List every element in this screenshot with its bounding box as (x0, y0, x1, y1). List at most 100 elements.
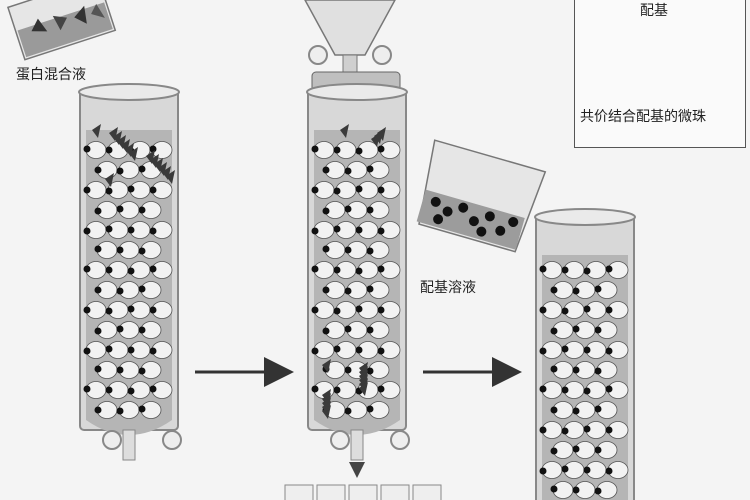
ligand-dot (105, 187, 113, 195)
ligand-solution-beaker (416, 139, 547, 253)
ligand-dot (355, 267, 363, 275)
column-eluting (534, 208, 636, 500)
ligand-dot (594, 367, 602, 375)
protein-particle (322, 389, 331, 403)
ligand-dot (127, 185, 135, 193)
ligand-dot (572, 445, 580, 453)
ligand-dot (149, 385, 157, 393)
column-beads (539, 261, 629, 499)
protein-particle (121, 139, 130, 153)
ligand-dot (605, 467, 613, 475)
protein-particle (359, 362, 368, 376)
ligand-dot (83, 186, 91, 194)
ligand-dot (377, 227, 385, 235)
legend-label-bead: 共价结合配基的微珠 (580, 109, 706, 125)
ligand-dot (344, 366, 352, 374)
protein-particle (92, 124, 101, 138)
ligand-dot (127, 305, 135, 313)
ligand-dot (594, 405, 602, 413)
protein-mixture-beaker (6, 0, 117, 61)
ligand-dot (83, 306, 91, 314)
ligand-dot (355, 305, 363, 313)
ligand-dot (138, 247, 146, 255)
ligand-dot (355, 346, 363, 354)
ligand-dot (355, 226, 363, 234)
ligand-dot (539, 467, 547, 475)
ligand-dot (377, 306, 385, 314)
ligand-dot (572, 407, 580, 415)
ligand-dot (311, 385, 319, 393)
ligand-dot (105, 307, 113, 315)
ligand-dot (583, 267, 591, 275)
ligand-dot (344, 246, 352, 254)
ligand-dot (539, 426, 547, 434)
protein-particles (322, 124, 386, 419)
ligand-dot (83, 385, 91, 393)
ligand-dot (322, 207, 330, 215)
ligand-dot (561, 386, 569, 394)
ligand-dot (539, 347, 547, 355)
ligand-dot (116, 167, 124, 175)
ligand-dot (572, 325, 580, 333)
ligand-dot (605, 306, 613, 314)
label-ligand-solution: 配基溶液 (420, 280, 476, 296)
ligand-dot (561, 427, 569, 435)
ligand-dot (127, 226, 135, 234)
ligand-dot (138, 206, 146, 214)
ligand-dot (94, 166, 102, 174)
ligand-dot (333, 146, 341, 154)
ligand-dot (94, 245, 102, 253)
ligand-dot (94, 365, 102, 373)
ligand-dot (583, 425, 591, 433)
ligand-dot (311, 347, 319, 355)
ligand-dot (355, 185, 363, 193)
ligand-dot (605, 265, 613, 273)
ligand-dot (105, 345, 113, 353)
ligand-dot (366, 405, 374, 413)
ligand-dot (322, 245, 330, 253)
column-washing (306, 83, 410, 478)
ligand-dot (572, 287, 580, 295)
legend-label-ligand: 配基 (640, 3, 668, 19)
ligand-dot (127, 387, 135, 395)
ligand-dot (311, 186, 319, 194)
protein-particle (154, 158, 163, 172)
protein-particle (125, 143, 134, 157)
ligand-dot (366, 326, 374, 334)
ligand-dot (333, 345, 341, 353)
label-protein-mixture: 蛋白混合液 (16, 67, 86, 83)
ligand-dot (94, 406, 102, 414)
ligand-dot (333, 266, 341, 274)
ligand-dot (550, 327, 558, 335)
ligand-dot (583, 466, 591, 474)
ligand-dot (539, 306, 547, 314)
protein-particle (109, 127, 118, 141)
ligand-dot (311, 265, 319, 273)
ligand-dot (333, 307, 341, 315)
ligand-dot (138, 165, 146, 173)
ligand-dot (550, 406, 558, 414)
ligand-dot (344, 167, 352, 175)
ligand-dot (83, 227, 91, 235)
ligand-dot (344, 407, 352, 415)
ligand-dot (138, 326, 146, 334)
ligand-dot (322, 286, 330, 294)
ligand-dot (355, 147, 363, 155)
protein-particle (129, 147, 138, 161)
ligand-dot (561, 307, 569, 315)
ligand-dot (94, 327, 102, 335)
ligand-dot (605, 347, 613, 355)
ligand-dot (594, 487, 602, 495)
ligand-dot (311, 227, 319, 235)
ligand-dot (550, 447, 558, 455)
ligand-dot (572, 366, 580, 374)
ligand-dot (550, 286, 558, 294)
ligand-dot (366, 165, 374, 173)
ligand-dot (149, 186, 157, 194)
ligand-dot (561, 266, 569, 274)
ligand-dot (94, 286, 102, 294)
ligand-dot (344, 325, 352, 333)
ligand-dot (116, 366, 124, 374)
ligand-dot (366, 285, 374, 293)
